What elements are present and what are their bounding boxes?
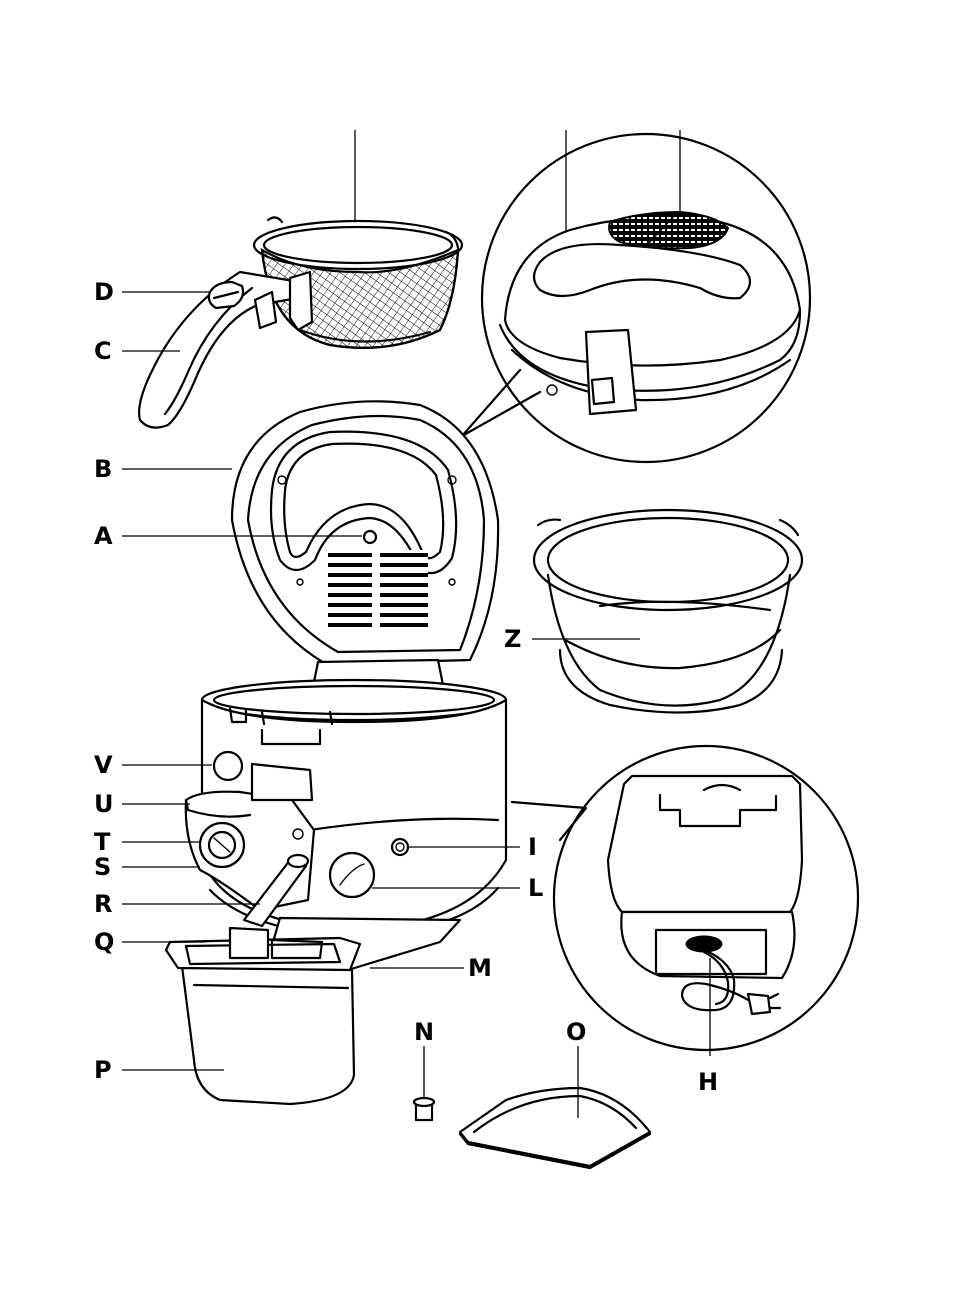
open-lid bbox=[232, 401, 498, 692]
label-m: M bbox=[468, 954, 492, 982]
label-l: L bbox=[528, 874, 543, 902]
label-o: O bbox=[566, 1018, 586, 1046]
cord-detail bbox=[512, 746, 858, 1050]
label-b: B bbox=[94, 455, 112, 483]
basket-handle bbox=[139, 272, 312, 428]
drain-container bbox=[166, 918, 460, 1104]
label-q: Q bbox=[94, 928, 114, 956]
label-c: C bbox=[94, 337, 112, 365]
small-parts bbox=[414, 1088, 650, 1168]
label-h: H bbox=[698, 1068, 718, 1096]
label-r: R bbox=[94, 890, 112, 918]
label-a: A bbox=[94, 522, 113, 550]
removable-bowl bbox=[534, 510, 802, 713]
lid-detail bbox=[462, 134, 810, 462]
label-p: P bbox=[94, 1056, 112, 1084]
label-z: Z bbox=[504, 625, 521, 653]
label-u: U bbox=[94, 790, 114, 818]
fryer-body bbox=[186, 680, 506, 936]
label-t: T bbox=[94, 828, 111, 856]
label-s: S bbox=[94, 853, 111, 881]
label-n: N bbox=[414, 1018, 434, 1046]
label-v: V bbox=[94, 751, 113, 779]
label-i: I bbox=[528, 833, 537, 861]
label-d: D bbox=[94, 278, 114, 306]
